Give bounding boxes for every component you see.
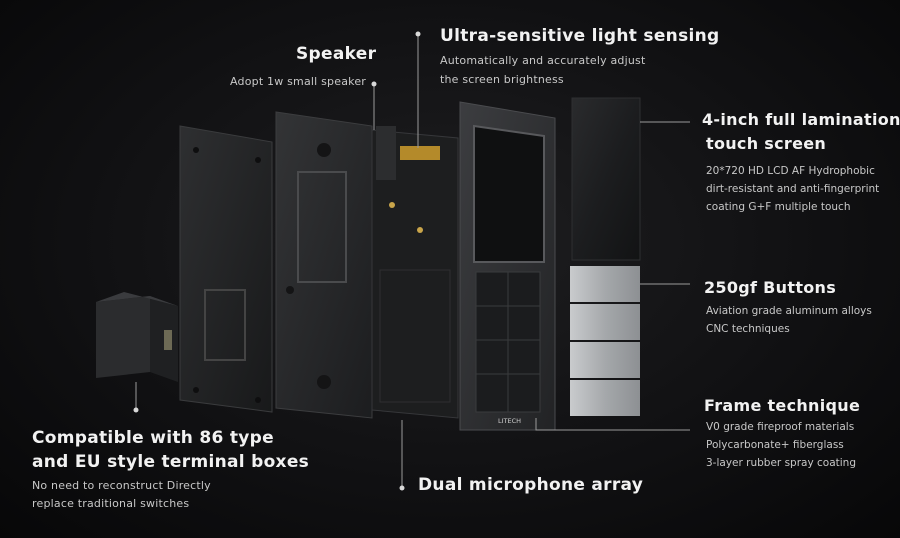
buttons-title: 250gf Buttons	[704, 278, 837, 297]
mounting-bracket	[275, 111, 373, 419]
touch-screen-desc-1: 20*720 HD LCD AF Hydrophobic	[706, 165, 875, 177]
terminal-boxes-title-2: and EU style terminal boxes	[32, 452, 310, 472]
leader-lines	[135, 34, 690, 486]
buttons-desc-1: Aviation grade aluminum alloys	[706, 305, 872, 317]
leader-dots	[133, 31, 421, 491]
touch-screen-title-1: 4-inch full lamination	[702, 110, 900, 129]
frame-desc-3: 3-layer rubber spray coating	[706, 457, 856, 469]
frame-desc-1: V0 grade fireproof materials	[706, 421, 855, 433]
circuit-board	[371, 126, 459, 419]
touch-screen-desc-2: dirt-resistant and anti-fingerprint	[706, 183, 880, 195]
terminal-boxes-title-1: Compatible with 86 type	[32, 428, 274, 448]
light-sensing-desc-1: Automatically and accurately adjust	[440, 54, 646, 67]
frame-title: Frame technique	[704, 396, 861, 415]
back-plate	[179, 125, 273, 413]
device-frame: LITECH	[459, 101, 556, 431]
touch-screen-desc-3: coating G+F multiple touch	[706, 201, 851, 213]
frame-desc-2: Polycarbonate+ fiberglass	[706, 439, 844, 451]
frame-logo: LITECH	[498, 417, 521, 425]
microphone-title: Dual microphone array	[418, 475, 644, 495]
terminal-boxes-desc-2: replace traditional switches	[32, 497, 190, 510]
speaker-desc: Adopt 1w small speaker	[230, 75, 367, 88]
light-sensing-desc-2: the screen brightness	[440, 73, 564, 86]
terminal-box	[96, 292, 178, 382]
aluminum-buttons	[570, 266, 640, 416]
touch-screen-panel	[571, 97, 641, 261]
terminal-boxes-desc-1: No need to reconstruct Directly	[32, 479, 211, 492]
buttons-desc-2: CNC techniques	[706, 323, 790, 335]
speaker-title: Speaker	[296, 44, 377, 64]
light-sensing-title: Ultra-sensitive light sensing	[440, 26, 720, 46]
touch-screen-title-2: touch screen	[706, 134, 827, 153]
